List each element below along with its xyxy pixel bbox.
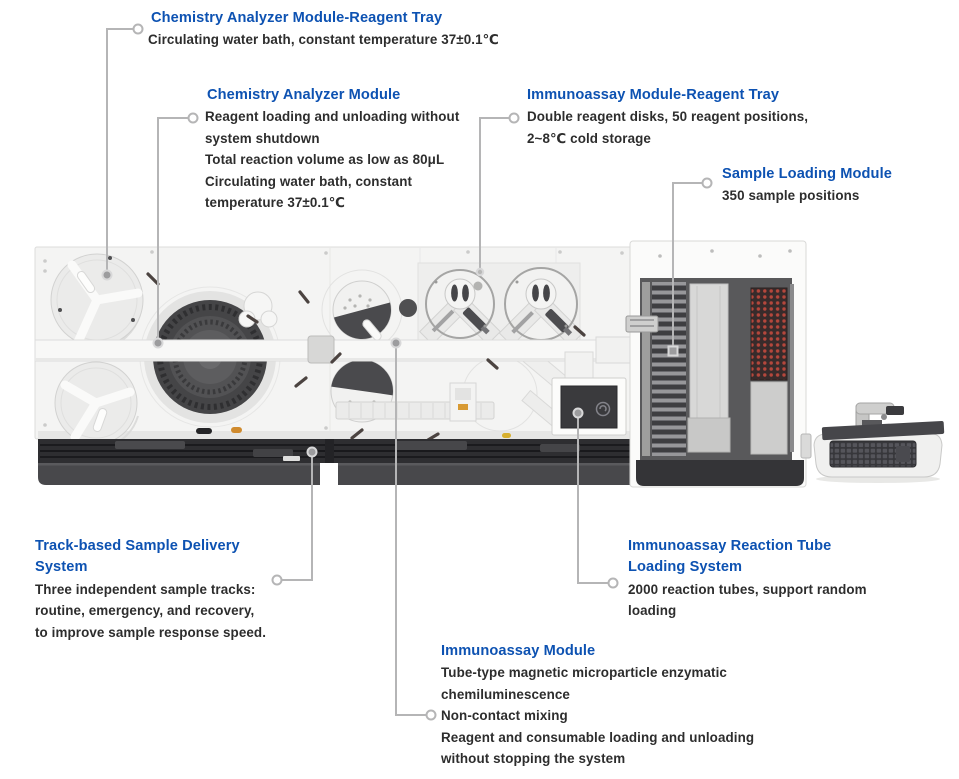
front-apron: [38, 463, 632, 485]
callout-line: loading: [628, 603, 677, 619]
leader-sample-loading-module: [667, 177, 713, 357]
immuno-reagent-disk-2: [498, 267, 584, 347]
leader-start-circle: [607, 577, 619, 589]
immuno-incubation-disk-1: [332, 280, 392, 341]
callout-sample-loading-module: Sample Loading Module 350 sample positio…: [722, 164, 892, 207]
callout-line: chemiluminescence: [441, 686, 570, 702]
callout-line: Three independent sample tracks:: [35, 581, 256, 597]
yellow-cartridge: [502, 433, 511, 438]
leader-start-circle: [508, 112, 520, 124]
callout-title: System: [35, 559, 88, 576]
callout-line: Total reaction volume as low as 80μL: [205, 152, 445, 168]
callout-line: system shutdown: [205, 130, 320, 146]
callout-line: without stopping the system: [441, 751, 626, 767]
orange-cartridge: [231, 427, 242, 433]
panel-logo: [595, 401, 611, 417]
desk-top: [821, 420, 945, 441]
callout-line: Circulating water bath, constant tempera…: [148, 32, 499, 48]
leader-chemistry-module: [152, 112, 199, 349]
leader-start-circle: [187, 112, 199, 124]
leader-start-circle: [425, 709, 437, 721]
transfer-carriage: [625, 315, 659, 333]
rack-slats: [652, 282, 686, 456]
leader-endpoint-dot: [475, 267, 485, 277]
sample-loading-module: [625, 240, 812, 488]
leader-endpoint-dot: [152, 337, 164, 349]
chemistry-reagent-tray-bottom: [54, 361, 139, 450]
callout-immunoassay-module: Immunoassay Module Tube-type magnetic mi…: [441, 641, 754, 769]
callout-line: to improve sample response speed.: [35, 624, 267, 640]
leader-immunoassay-reagent-tray: [475, 112, 520, 277]
callout-line: Reagent and consumable loading and unloa…: [441, 729, 755, 745]
small-rotor: [399, 299, 417, 317]
leader-endpoint-dot: [306, 446, 318, 458]
callout-title: Loading System: [628, 559, 743, 576]
leader-reaction-tube-loading: [572, 407, 619, 589]
sample-tube-racks: [750, 287, 788, 381]
callout-title: Chemistry Analyzer Module: [207, 87, 401, 103]
leader-track-sample-delivery: [271, 446, 318, 586]
side-handle: [800, 433, 812, 459]
callout-immunoassay-reagent-tray: Immunoassay Module-Reagent Tray Double r…: [527, 85, 808, 149]
callout-chemistry-module: Chemistry Analyzer Module Reagent loadin…: [205, 85, 459, 213]
leader-immunoassay-module: [390, 337, 437, 721]
callout-reaction-tube-loading: Immunoassay Reaction Tube Loading System…: [628, 536, 867, 622]
callout-line: Reagent loading and unloading without: [205, 109, 460, 125]
callout-line: Circulating water bath, constant: [205, 173, 413, 189]
callout-line: Tube-type magnetic microparticle enzymat…: [441, 665, 727, 681]
leader-chemistry-reagent-tray: [101, 23, 144, 281]
leader-endpoint-dot: [101, 269, 113, 281]
callout-title: Track-based Sample Delivery: [35, 538, 240, 554]
immuno-reagent-disk-1: [418, 269, 502, 346]
leader-endpoint-dot: [390, 337, 402, 349]
leader-start-circle: [701, 177, 713, 189]
callout-title: Immunoassay Module-Reagent Tray: [527, 87, 780, 103]
callout-line: Non-contact mixing: [441, 708, 568, 724]
callout-line: 2000 reaction tubes, support random: [628, 581, 867, 597]
callout-title: Sample Loading Module: [722, 166, 892, 182]
callout-line: Double reagent disks, 50 reagent positio…: [527, 109, 809, 125]
chemistry-reagent-tray-top: [50, 253, 144, 351]
callout-title: Immunoassay Module: [441, 643, 596, 659]
leader-endpoint-square: [667, 345, 679, 357]
machine-body: [34, 240, 812, 488]
black-cartridge: [196, 428, 212, 434]
workstation: [813, 402, 945, 483]
callout-title: Immunoassay Reaction Tube: [628, 538, 832, 554]
callout-track-sample-delivery: Track-based Sample Delivery System Three…: [35, 536, 266, 643]
immuno-reagent-disks: [417, 262, 584, 347]
leader-start-circle: [271, 574, 283, 586]
callout-chemistry-reagent-tray: Chemistry Analyzer Module-Reagent Tray C…: [148, 8, 499, 51]
callout-line: 2~8℃ cold storage: [527, 130, 651, 146]
callout-title: Chemistry Analyzer Module-Reagent Tray: [151, 10, 443, 26]
leader-endpoint-dot: [572, 407, 584, 419]
callout-line: routine, emergency, and recovery,: [35, 603, 255, 619]
callout-line: 350 sample positions: [722, 188, 860, 204]
sample-track: [38, 439, 632, 463]
leader-start-circle: [132, 23, 144, 35]
callout-line: temperature 37±0.1℃: [205, 195, 346, 211]
cartridge-conveyor: [335, 382, 495, 422]
keyboard: [829, 440, 917, 468]
